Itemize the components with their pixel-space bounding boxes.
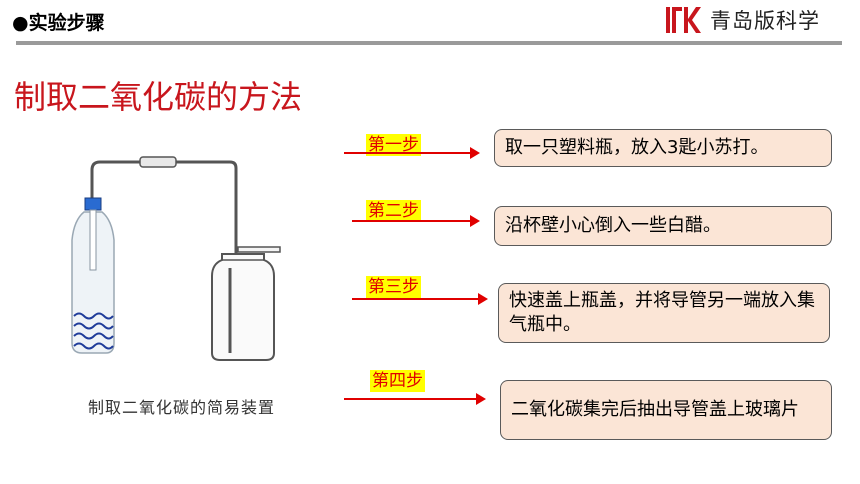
page-title: 制取二氧化碳的方法 [14, 78, 303, 116]
step-1-label: 第一步 [366, 134, 421, 156]
section-title: ●实验步骤 [12, 12, 105, 34]
co2-apparatus-illustration [71, 156, 281, 361]
figure-caption: 制取二氧化碳的简易装置 [88, 398, 276, 417]
step-4-box: 二氧化碳集完后抽出导管盖上玻璃片 [500, 380, 832, 440]
step-3-label: 第三步 [366, 276, 421, 298]
step-1-box: 取一只塑料瓶，放入3匙小苏打。 [494, 129, 832, 167]
step-3-box: 快速盖上瓶盖，并将导管另一端放入集气瓶中。 [498, 283, 830, 343]
step-4-arrow [344, 393, 486, 405]
publisher-logo: 青岛版科学 [660, 3, 820, 37]
step-1-text: 取一只塑料瓶，放入3匙小苏打。 [505, 137, 769, 158]
step-3-text: 快速盖上瓶盖，并将导管另一端放入集气瓶中。 [509, 290, 815, 335]
step-4-label: 第四步 [370, 370, 425, 392]
publisher-name: 青岛版科学 [710, 9, 820, 33]
step-2-text: 沿杯壁小心倒入一些白醋。 [505, 215, 721, 236]
publisher-logo-icon [662, 5, 702, 35]
step-3-arrow [352, 293, 488, 305]
step-1-arrow [344, 147, 480, 159]
header-divider [16, 41, 842, 45]
step-2-label: 第二步 [366, 200, 421, 222]
step-4-text: 二氧化碳集完后抽出导管盖上玻璃片 [511, 399, 799, 420]
step-2-arrow [352, 215, 480, 227]
step-2-box: 沿杯壁小心倒入一些白醋。 [494, 206, 832, 246]
